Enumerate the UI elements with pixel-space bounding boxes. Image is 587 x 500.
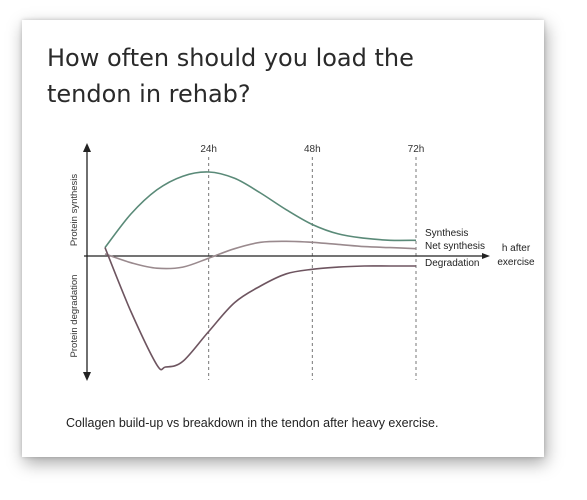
title-line-2: tendon in rehab? (47, 80, 251, 108)
figure-caption: Collagen build-up vs breakdown in the te… (66, 416, 439, 430)
series-label-synthesis: Synthesis (425, 228, 468, 239)
x-label-line-1: h after (502, 243, 531, 254)
axes (83, 143, 490, 381)
series-net-synthesis (104, 240, 417, 270)
series-synthesis (104, 171, 417, 249)
series-lines (104, 171, 417, 371)
y-axis-arrow-up (83, 143, 91, 152)
y-label-degradation: Protein degradation (69, 275, 80, 358)
y-axis-arrow-down (83, 372, 91, 381)
y-label-synthesis: Protein synthesis (69, 174, 80, 247)
series-label-net-synthesis: Net synthesis (425, 241, 485, 252)
series-label-degradation: Degradation (425, 258, 479, 269)
x-label-line-2: exercise (497, 257, 535, 268)
x-axis-arrow (482, 253, 490, 259)
chart-card (22, 20, 544, 457)
page-title: How often should you load the tendon in … (47, 40, 467, 112)
ref-label-24h: 24h (200, 144, 217, 155)
series-degradation (104, 247, 416, 371)
ref-label-48h: 48h (304, 144, 321, 155)
reference-lines (208, 157, 417, 380)
ref-label-72h: 72h (408, 144, 425, 155)
title-line-1: How often should you load the (47, 44, 414, 72)
